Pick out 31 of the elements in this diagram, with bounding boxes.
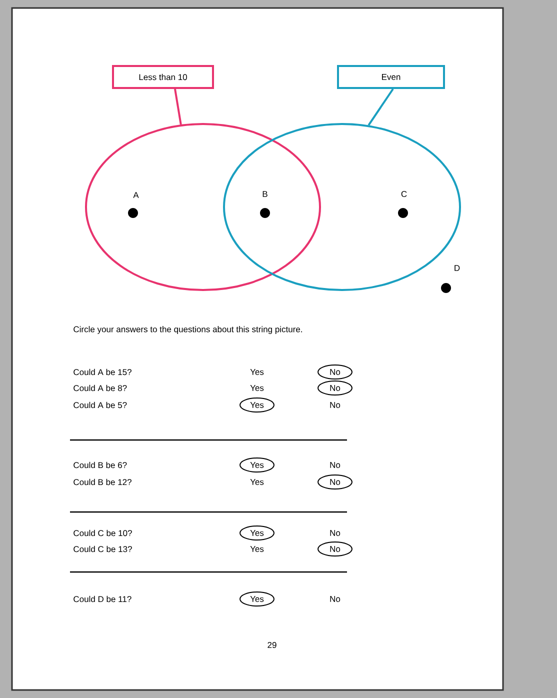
point-letter: D	[454, 265, 460, 271]
circled-answer: Yes	[240, 526, 274, 540]
point-letter: B	[262, 191, 268, 197]
question-text: Could A be 8?	[74, 384, 127, 392]
question-text: Could A be 15?	[74, 368, 132, 376]
page-number: 29	[268, 642, 276, 648]
question-text: Could B be 6?	[74, 462, 127, 468]
question-text: Could A be 5?	[74, 402, 127, 408]
answer-option: Yes	[250, 369, 264, 375]
leader-line	[174, 88, 182, 125]
question-text: Could D be 11?	[74, 596, 132, 602]
string-loop	[223, 123, 461, 291]
answer-option: No	[330, 596, 340, 602]
circled-answer: No	[318, 380, 352, 396]
circled-answer: Yes	[240, 398, 274, 412]
question-text: Could B be 12?	[74, 478, 132, 486]
circled-answer: No	[318, 364, 352, 380]
circled-answer: Yes	[240, 592, 274, 606]
circled-answer: No	[318, 542, 352, 556]
question-text: Could C be 10?	[74, 530, 132, 536]
circled-answer: No	[318, 474, 352, 490]
question-text: Could C be 13?	[74, 546, 132, 552]
circled-answer: Yes	[240, 458, 274, 472]
point-letter: A	[133, 192, 139, 198]
leader-line	[368, 88, 394, 126]
answer-option: No	[330, 402, 340, 408]
string-loop	[85, 123, 321, 291]
instruction-text: Circle your answers to the questions about this string picture.	[74, 326, 302, 334]
label-box: Even	[337, 65, 445, 89]
point-letter: C	[401, 191, 407, 197]
label-box: Less than 10	[112, 65, 214, 89]
